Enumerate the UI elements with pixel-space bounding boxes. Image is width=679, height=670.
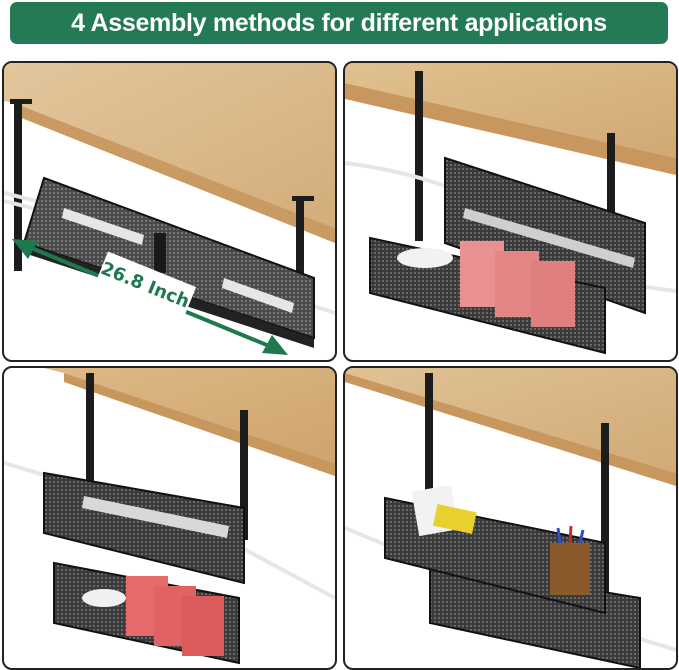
power-strip <box>463 208 635 268</box>
pen-holder <box>550 543 590 595</box>
panel-single-extended: 26.8 Inch <box>2 61 337 362</box>
clamp-right <box>240 410 248 540</box>
desk-edge <box>345 83 676 175</box>
clamp-right <box>601 423 609 643</box>
panel-side-by-side <box>343 61 678 362</box>
desk-edge <box>14 103 335 243</box>
power-strip <box>82 496 229 538</box>
staggered-illustration <box>345 368 676 668</box>
clamp-right <box>296 198 304 338</box>
yellow-card <box>432 504 477 534</box>
power-strip <box>62 208 144 245</box>
stacked-illustration <box>4 368 335 665</box>
side-by-side-illustration <box>345 63 676 355</box>
clamp-left <box>415 71 423 241</box>
desk-top <box>345 368 676 473</box>
clamp-left <box>86 373 94 543</box>
game-controller <box>82 589 126 607</box>
pink-box <box>182 596 224 656</box>
clamp-left <box>14 101 22 271</box>
title-banner: 4 Assembly methods for different applica… <box>10 2 668 44</box>
game-controller <box>397 248 453 268</box>
desk-top <box>4 63 335 228</box>
banner-title: 4 Assembly methods for different applica… <box>71 8 607 37</box>
pink-box <box>531 261 575 327</box>
single-tray-illustration: 26.8 Inch <box>4 63 335 355</box>
desk-top <box>44 368 335 463</box>
clamp-left <box>425 373 433 548</box>
panel-stacked <box>2 366 337 670</box>
panel-staggered <box>343 366 678 670</box>
power-strip <box>222 278 294 313</box>
desk-edge <box>64 373 335 476</box>
desk-top <box>345 63 676 158</box>
